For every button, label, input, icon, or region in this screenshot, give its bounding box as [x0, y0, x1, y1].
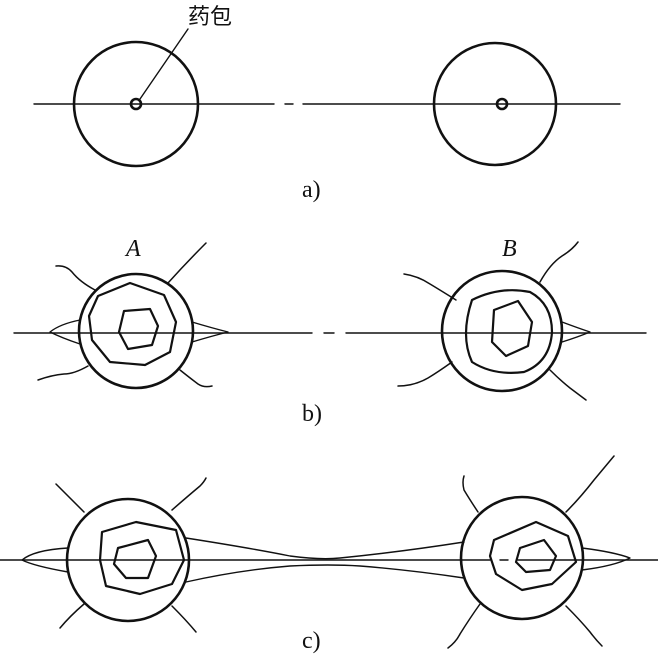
crack-c-right-upper-left — [462, 475, 479, 513]
crack-c-left-lower-right — [171, 605, 197, 633]
crack-a-lower-right — [179, 369, 213, 388]
crack-a-upper-left — [55, 265, 96, 291]
blast-hole-a-left — [72, 40, 200, 168]
crack-b-upper-left — [403, 273, 457, 301]
blast-hole-c-left — [65, 497, 191, 623]
through-crack-lower — [185, 564, 465, 583]
blast-hole-a — [77, 272, 195, 390]
crush-zone-inner-a — [117, 307, 160, 351]
charge-a-left — [129, 97, 143, 111]
panel-a: 药包 a) — [33, 5, 621, 203]
crush-zone-inner-b — [490, 299, 534, 358]
fracture-wing-a-right — [191, 321, 229, 343]
crack-b-lower-right — [549, 369, 587, 401]
charge-label: 药包 — [188, 5, 232, 30]
fracture-wing-c-right — [581, 547, 631, 571]
crush-zone-outer-c-right — [488, 520, 578, 592]
crush-zone-outer-a — [87, 281, 178, 367]
crack-c-left-upper-left — [55, 483, 85, 513]
blast-hole-b — [440, 269, 564, 393]
hole-b-label: B — [502, 236, 517, 262]
crack-c-right-lower-left — [447, 603, 481, 649]
panel-a-label: a) — [302, 177, 321, 203]
crush-zone-inner-c-right — [514, 538, 558, 574]
crack-c-right-lower-right — [565, 605, 603, 647]
crack-b-upper-right — [539, 241, 579, 283]
blast-hole-c-right — [459, 495, 585, 621]
crush-zone-inner-c-left — [112, 538, 158, 580]
crack-c-left-upper-right — [171, 477, 207, 511]
crack-c-left-lower-left — [59, 603, 85, 629]
fracture-wing-a-left — [49, 319, 81, 345]
panel-c-label: c) — [302, 628, 321, 654]
fracture-wing-c-left — [21, 547, 69, 573]
charge-a-right — [495, 97, 509, 111]
panel-b: A B b) — [13, 236, 647, 427]
crack-a-upper-right — [167, 242, 207, 284]
charge-leader-line — [139, 28, 189, 100]
through-crack-upper — [185, 537, 465, 560]
crush-zone-outer-c-left — [98, 520, 186, 596]
crack-a-lower-left — [37, 365, 89, 381]
blast-hole-a-right — [432, 41, 558, 167]
crush-zone-outer-b — [464, 289, 554, 374]
crack-b-lower-left — [397, 361, 453, 387]
panel-c: c) — [0, 455, 658, 654]
fracture-wing-b-right — [561, 321, 591, 343]
crack-c-right-upper-right — [565, 455, 615, 513]
hole-a-label: A — [124, 236, 141, 262]
panel-b-label: b) — [302, 401, 322, 427]
